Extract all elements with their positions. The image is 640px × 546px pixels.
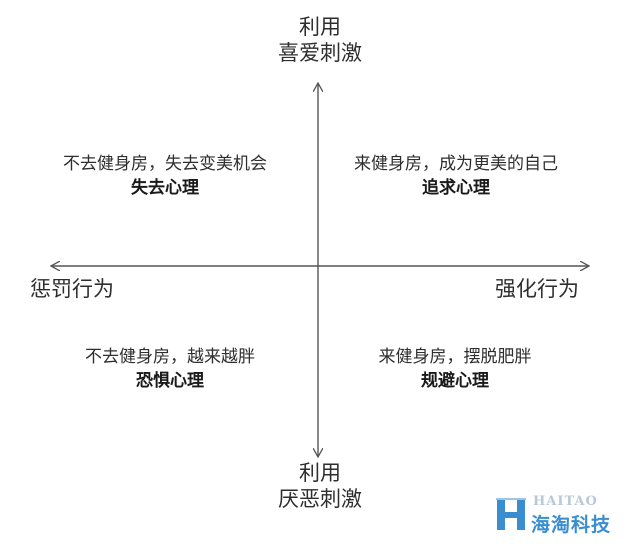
- axis-bottom-line1: 利用: [299, 461, 341, 485]
- quadrant-top-right: 来健身房，成为更美的自己 追求心理: [326, 152, 586, 200]
- h-logo-icon: [496, 498, 526, 530]
- axis-top-line2: 喜爱刺激: [278, 41, 362, 65]
- quadrant-bottom-right: 来健身房，摆脱肥胖 规避心理: [345, 345, 565, 393]
- quadrant-top-left-description: 不去健身房，失去变美机会: [63, 154, 267, 174]
- axis-bottom-label: 利用 厌恶刺激: [260, 460, 380, 512]
- watermark-chinese: 海淘科技: [531, 514, 612, 536]
- quadrant-bottom-right-description: 来健身房，摆脱肥胖: [378, 347, 532, 367]
- quadrant-bottom-left-description: 不去健身房，越来越胖: [85, 347, 255, 367]
- quadrant-top-right-title: 追求心理: [422, 178, 490, 198]
- quadrant-bottom-right-title: 规避心理: [421, 371, 489, 391]
- watermark-latin: HAITAO: [533, 494, 598, 509]
- quadrant-top-left-title: 失去心理: [131, 178, 199, 198]
- quadrant-bottom-left: 不去健身房，越来越胖 恐惧心理: [50, 345, 290, 393]
- axis-top-line1: 利用: [299, 15, 341, 39]
- quadrant-top-right-description: 来健身房，成为更美的自己: [354, 154, 558, 174]
- axis-top-label: 利用 喜爱刺激: [260, 14, 380, 66]
- axis-left-label: 惩罚行为: [30, 277, 114, 301]
- axis-bottom-line2: 厌恶刺激: [278, 487, 362, 511]
- axis-right-label: 强化行为: [495, 277, 579, 301]
- watermark-logo: HAITAO 海淘科技: [495, 492, 630, 540]
- quadrant-bottom-left-title: 恐惧心理: [136, 371, 204, 391]
- quadrant-top-left: 不去健身房，失去变美机会 失去心理: [40, 152, 290, 200]
